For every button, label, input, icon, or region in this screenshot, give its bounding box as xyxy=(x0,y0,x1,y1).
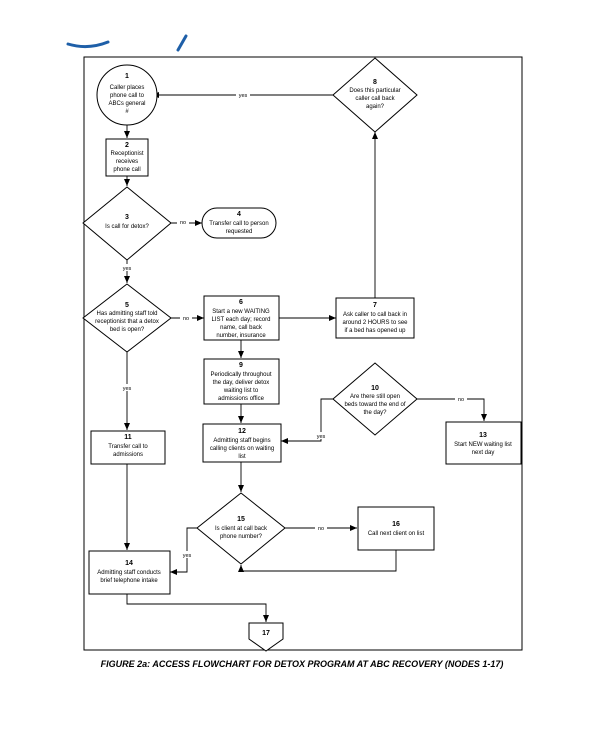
node-16: 16 Call next client on list xyxy=(357,506,435,551)
node-9-number: 9 xyxy=(239,362,243,369)
node-11: 11 Transfer call to admissions xyxy=(90,430,166,465)
node-9-line-1: Periodically throughout xyxy=(210,372,271,378)
node-3-number: 3 xyxy=(125,214,129,221)
node-1-number: 1 xyxy=(125,73,129,80)
logo-fragment xyxy=(66,34,188,52)
node-9-line-3: waiting list to xyxy=(223,388,259,394)
node-6-line-4: number, insurance xyxy=(216,333,266,339)
edge-15-14 xyxy=(170,527,197,575)
node-8-line-1: Does this particular xyxy=(349,88,400,94)
edge-label-3-4: no xyxy=(180,220,186,226)
node-13-line-1: Start NEW waiting list xyxy=(454,442,512,448)
node-10-number: 10 xyxy=(371,385,379,392)
edge-label-5-6: no xyxy=(183,316,189,322)
node-2: 2 Receptionist receives phone call xyxy=(105,138,149,177)
node-12: 12 Admitting staff begins calling client… xyxy=(202,423,282,463)
node-7-number: 7 xyxy=(373,302,377,309)
edge-14-17 xyxy=(126,594,269,622)
node-1-line-1: Caller places xyxy=(110,85,145,91)
node-10-line-1: Are there still open xyxy=(350,394,400,400)
node-15-number: 15 xyxy=(237,516,245,523)
node-8: 8 Does this particular caller call back … xyxy=(332,57,418,133)
node-8-number: 8 xyxy=(373,79,377,86)
edge-label-5-11: yes xyxy=(123,386,132,392)
node-3: 3 Is call for detox? xyxy=(82,186,172,261)
node-14-line-1: Admitting staff conducts xyxy=(97,570,161,576)
node-5-line-2: receptionist that a detox xyxy=(95,319,159,325)
node-6-number: 6 xyxy=(239,299,243,306)
node-6-line-3: name, call back xyxy=(220,325,263,331)
node-1-line-4: # xyxy=(125,109,129,115)
node-16-number: 16 xyxy=(392,521,400,528)
node-2-number: 2 xyxy=(125,142,129,149)
node-15-line-2: phone number? xyxy=(220,534,263,540)
node-10: 10 Are there still open beds toward the … xyxy=(332,362,418,436)
node-6-line-1: Start a new WAITING xyxy=(212,309,270,315)
edge-labels: yes no yes no yes yes no no yes xyxy=(119,91,467,559)
node-1-line-2: phone call to xyxy=(110,93,145,99)
node-11-line-1: Transfer call to xyxy=(108,444,148,450)
node-12-line-2: calling clients on waiting xyxy=(210,446,274,452)
node-9: 9 Periodically throughout the day, deliv… xyxy=(203,358,280,405)
connectors xyxy=(124,92,487,622)
edge-label-10-13: no xyxy=(458,397,464,403)
node-11-line-2: admissions xyxy=(113,452,143,458)
node-13-line-2: next day xyxy=(472,450,495,456)
node-17: 17 xyxy=(248,622,284,652)
node-5-number: 5 xyxy=(125,302,129,309)
node-15: 15 Is client at call back phone number? xyxy=(196,492,286,565)
edge-10-12 xyxy=(281,398,333,444)
node-12-line-1: Admitting staff begins xyxy=(213,438,270,444)
node-4-number: 4 xyxy=(237,211,241,218)
node-1-line-3: ABCs general xyxy=(108,101,145,107)
node-7-line-3: if a bed has opened up xyxy=(344,328,406,334)
node-12-line-3: list xyxy=(238,454,246,460)
node-8-line-3: again? xyxy=(366,104,385,110)
node-9-line-4: admissions office xyxy=(218,396,265,402)
edge-label-8-1: yes xyxy=(239,93,248,99)
edge-label-15-16: no xyxy=(318,526,324,532)
node-8-line-2: caller call back xyxy=(355,96,395,102)
edge-label-15-14: yes xyxy=(183,553,192,559)
figure-caption: FIGURE 2a: ACCESS FLOWCHART FOR DETOX PR… xyxy=(101,659,504,669)
edge-label-3-5: yes xyxy=(123,266,132,272)
edge-16-15 xyxy=(238,550,397,572)
node-13: 13 Start NEW waiting list next day xyxy=(445,421,522,465)
node-14-number: 14 xyxy=(125,560,133,567)
edge-10-13 xyxy=(417,398,487,421)
node-5: 5 Has admitting staff told receptionist … xyxy=(82,283,172,353)
node-2-line-3: phone call xyxy=(113,167,140,173)
node-16-line-1: Call next client on list xyxy=(368,531,425,537)
node-7: 7 Ask caller to call back in around 2 HO… xyxy=(335,297,415,339)
node-4-line-1: Transfer call to person xyxy=(209,221,268,227)
node-1: 1 Caller places phone call to ABCs gener… xyxy=(96,64,158,126)
node-7-line-1: Ask caller to call back in xyxy=(343,312,407,318)
node-3-line-1: Is call for detox? xyxy=(105,224,149,230)
node-15-line-1: Is client at call back xyxy=(215,526,268,532)
node-9-line-2: the day, deliver detox xyxy=(213,380,270,386)
node-4: 4 Transfer call to person requested xyxy=(201,207,277,239)
node-2-line-2: receives xyxy=(116,159,138,165)
node-13-number: 13 xyxy=(479,432,487,439)
node-7-line-2: around 2 HOURS to see xyxy=(342,320,408,326)
node-5-line-3: bed is open? xyxy=(110,327,145,333)
node-10-line-2: beds toward the end of xyxy=(344,402,405,408)
node-2-line-1: Receptionist xyxy=(110,151,143,157)
node-4-line-2: requested xyxy=(226,229,253,235)
node-17-number: 17 xyxy=(262,630,270,637)
edge-label-10-12: yes xyxy=(317,434,326,440)
node-5-line-1: Has admitting staff told xyxy=(97,311,158,317)
node-6-line-2: LIST each day; record xyxy=(212,317,271,323)
node-12-number: 12 xyxy=(238,428,246,435)
node-10-line-3: the day? xyxy=(363,410,387,416)
flowchart-frame xyxy=(83,56,523,651)
node-11-number: 11 xyxy=(124,434,132,441)
node-14-line-2: brief telephone intake xyxy=(100,578,158,584)
node-14: 14 Admitting staff conducts brief teleph… xyxy=(88,550,171,595)
node-6: 6 Start a new WAITING LIST each day; rec… xyxy=(203,295,280,341)
